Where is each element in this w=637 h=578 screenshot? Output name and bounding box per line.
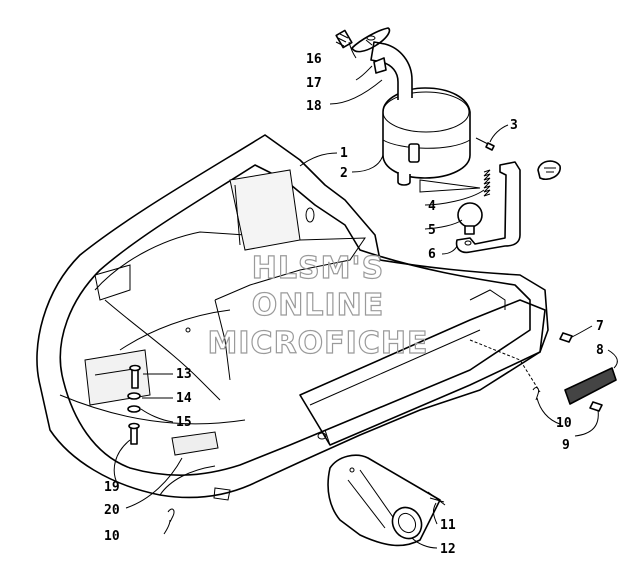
push-rivet	[559, 332, 603, 412]
callout-6: 6	[428, 247, 436, 262]
spring	[483, 169, 491, 197]
callout-labels: 1 2 3 4 5 6 7 8 9 10 10 11 12 13 14 15 1…	[104, 52, 604, 557]
leader-lines	[113, 41, 618, 549]
stud	[335, 29, 353, 49]
grommet	[537, 160, 561, 181]
muffler-bracket	[455, 161, 521, 254]
spring-clip	[373, 57, 387, 74]
clip	[427, 491, 446, 506]
callout-11: 11	[440, 518, 456, 533]
callout-15: 15	[176, 415, 192, 430]
watermark-line-3: MICROFICHE	[208, 326, 429, 361]
callout-5: 5	[428, 223, 436, 238]
washer	[127, 392, 141, 413]
muffler-can	[365, 39, 471, 186]
callout-10-right: 10	[556, 416, 572, 431]
watermark-line-1: HLSM'S	[252, 251, 384, 286]
callout-7: 7	[596, 319, 604, 334]
belly-pan	[36, 134, 549, 501]
callout-3: 3	[510, 118, 518, 133]
callout-4: 4	[428, 199, 436, 214]
watermark: HLSM'S ONLINE MICROFICHE	[207, 250, 429, 361]
callout-18: 18	[306, 99, 322, 114]
callout-9: 9	[562, 438, 570, 453]
callout-12: 12	[440, 542, 456, 557]
callout-2: 2	[340, 166, 348, 181]
callout-13: 13	[176, 367, 192, 382]
rivet	[475, 137, 495, 151]
screw	[129, 364, 141, 389]
callout-14: 14	[176, 391, 192, 406]
callout-1: 1	[340, 146, 348, 161]
heat-shield	[564, 367, 617, 405]
bolt	[128, 422, 140, 445]
watermark-line-2: ONLINE	[252, 288, 385, 323]
callout-10-left: 10	[104, 529, 120, 544]
pipe-gasket	[351, 27, 391, 53]
callout-17: 17	[306, 76, 322, 91]
callout-19: 19	[104, 480, 120, 495]
exhaust-outlet	[327, 454, 441, 547]
rubber-isolator	[457, 202, 483, 235]
callout-16: 16	[306, 52, 322, 67]
callout-8: 8	[596, 343, 604, 358]
callout-20: 20	[104, 503, 120, 518]
